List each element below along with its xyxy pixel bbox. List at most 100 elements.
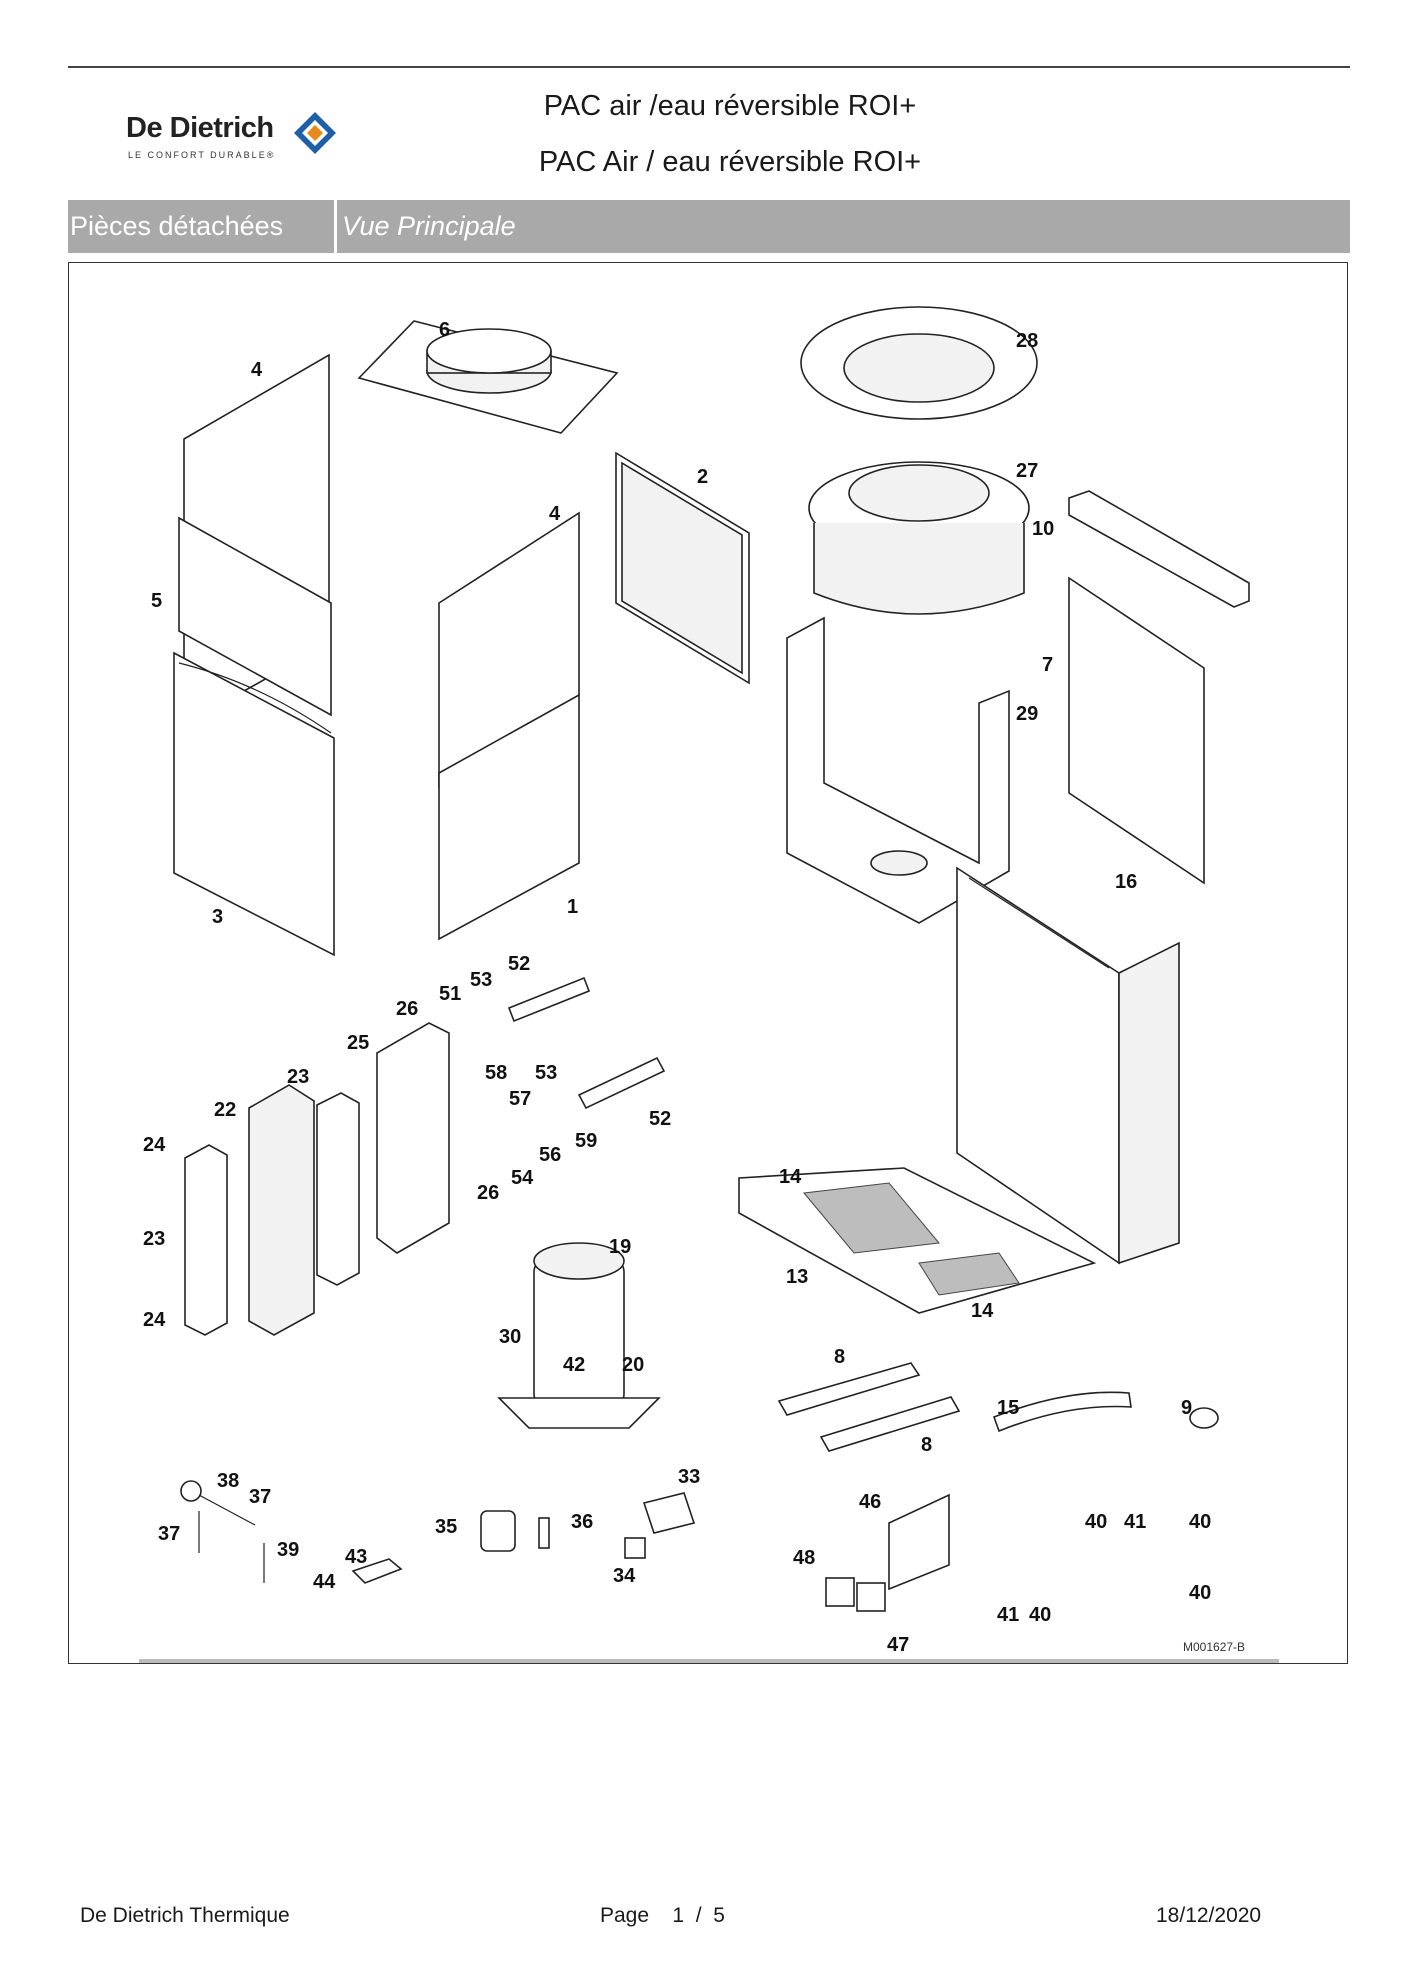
label-33: 33 <box>678 1466 700 1488</box>
label-34: 34 <box>613 1565 636 1587</box>
label-4b: 4 <box>549 503 561 525</box>
panel-3-front <box>173 651 335 957</box>
label-43: 43 <box>345 1546 367 1568</box>
label-52b: 52 <box>649 1108 671 1130</box>
label-56: 56 <box>539 1144 561 1166</box>
pipe-52-mid <box>577 1056 666 1110</box>
section-view: Vue Principale <box>342 211 516 241</box>
label-23b: 23 <box>143 1228 165 1250</box>
label-41: 41 <box>1124 1511 1146 1533</box>
plate-exchanger-22 <box>248 1084 315 1336</box>
valve-38 <box>180 1480 202 1502</box>
support-25 <box>376 1022 450 1254</box>
section-category: Pièces détachées <box>70 211 284 241</box>
strip-8-a <box>777 1362 921 1416</box>
label-36: 36 <box>571 1511 593 1533</box>
label-41b: 41 <box>997 1604 1019 1626</box>
panel-1 <box>438 693 580 941</box>
label-48: 48 <box>793 1547 815 1569</box>
page-label: Page <box>600 1904 650 1927</box>
filter-35 <box>480 1510 516 1552</box>
box-47 <box>856 1582 886 1612</box>
label-24: 24 <box>143 1134 166 1156</box>
brand-name: De Dietrich <box>126 112 274 144</box>
document-title-line2: PAC Air / eau réversible ROI+ <box>538 146 922 178</box>
diamond-logo-icon <box>294 112 336 154</box>
label-13: 13 <box>786 1266 808 1288</box>
label-24b: 24 <box>143 1309 166 1331</box>
bracket-29 <box>786 616 1010 924</box>
label-40: 40 <box>1085 1511 1107 1533</box>
valve-33 <box>642 1492 696 1534</box>
label-20: 20 <box>622 1354 644 1376</box>
pipe-15 <box>992 1391 1132 1433</box>
label-51: 51 <box>439 983 461 1005</box>
label-54: 54 <box>511 1167 534 1189</box>
de-dietrich-logo: De Dietrich LE CONFORT DURABLE® <box>126 110 366 170</box>
label-22: 22 <box>214 1099 236 1121</box>
label-38: 38 <box>217 1470 239 1492</box>
label-14b: 14 <box>971 1300 994 1322</box>
label-4: 4 <box>251 359 263 381</box>
label-23: 23 <box>287 1066 309 1088</box>
label-10: 10 <box>1032 518 1054 540</box>
label-26b: 26 <box>477 1182 499 1204</box>
label-59: 59 <box>575 1130 597 1152</box>
label-53b: 53 <box>535 1062 557 1084</box>
panel-5 <box>178 516 332 717</box>
label-42: 42 <box>563 1354 585 1376</box>
pipe-52-top <box>507 976 591 1023</box>
label-57: 57 <box>509 1088 531 1110</box>
label-47: 47 <box>887 1634 909 1656</box>
exploded-parts-diagram: 6 4 28 2 27 4 10 5 7 29 16 1 3 52 53 51 … <box>68 262 1348 1664</box>
label-46: 46 <box>859 1491 881 1513</box>
label-53: 53 <box>470 969 492 991</box>
label-35: 35 <box>435 1516 457 1538</box>
document-title-line1: PAC air /eau réversible ROI+ <box>543 90 917 122</box>
page-current: 1 <box>672 1904 685 1927</box>
label-28: 28 <box>1016 330 1038 352</box>
label-26: 26 <box>396 998 418 1020</box>
footer-date: 18/12/2020 <box>1156 1904 1262 1927</box>
rail-10 <box>1068 490 1250 608</box>
top-rule <box>68 66 1350 68</box>
label-6: 6 <box>439 319 450 341</box>
exploded-view-drawing: 6 4 28 2 27 4 10 5 7 29 16 1 3 52 53 51 … <box>139 306 1279 1663</box>
label-58: 58 <box>485 1062 507 1084</box>
footer-page: Page 1 / 5 <box>600 1904 725 1928</box>
label-40c: 40 <box>1189 1582 1211 1604</box>
label-40b: 40 <box>1189 1511 1211 1533</box>
label-9: 9 <box>1181 1397 1192 1419</box>
coil-16 <box>956 866 1120 1265</box>
label-29: 29 <box>1016 703 1038 725</box>
foot-9 <box>1189 1407 1219 1429</box>
bracket-46 <box>888 1493 950 1591</box>
page-total: 5 <box>713 1904 725 1927</box>
label-52: 52 <box>508 953 530 975</box>
label-27: 27 <box>1016 460 1038 482</box>
label-2: 2 <box>697 466 708 488</box>
gasket-23-a <box>316 1092 360 1286</box>
drawing-reference: M001627-B <box>1183 1640 1245 1654</box>
label-37: 37 <box>249 1486 271 1508</box>
label-37b: 37 <box>158 1523 180 1545</box>
brand-tagline: LE CONFORT DURABLE® <box>128 150 276 160</box>
page-separator: / <box>695 1904 702 1927</box>
label-39: 39 <box>277 1539 299 1561</box>
label-5: 5 <box>151 590 162 612</box>
label-3: 3 <box>212 906 223 928</box>
plate-7 <box>1068 576 1205 885</box>
label-8b: 8 <box>921 1434 932 1456</box>
gasket-23-b <box>184 1144 228 1336</box>
label-14: 14 <box>779 1166 802 1188</box>
valve-36 <box>538 1517 550 1549</box>
label-1: 1 <box>567 896 578 918</box>
valve-44 <box>351 1558 403 1584</box>
label-16: 16 <box>1115 871 1137 893</box>
label-25: 25 <box>347 1032 369 1054</box>
label-15: 15 <box>997 1397 1019 1419</box>
box-48 <box>825 1577 855 1607</box>
label-19: 19 <box>609 1236 631 1258</box>
section-bar: Pièces détachées Vue Principale <box>68 200 1350 253</box>
label-7: 7 <box>1042 654 1053 676</box>
